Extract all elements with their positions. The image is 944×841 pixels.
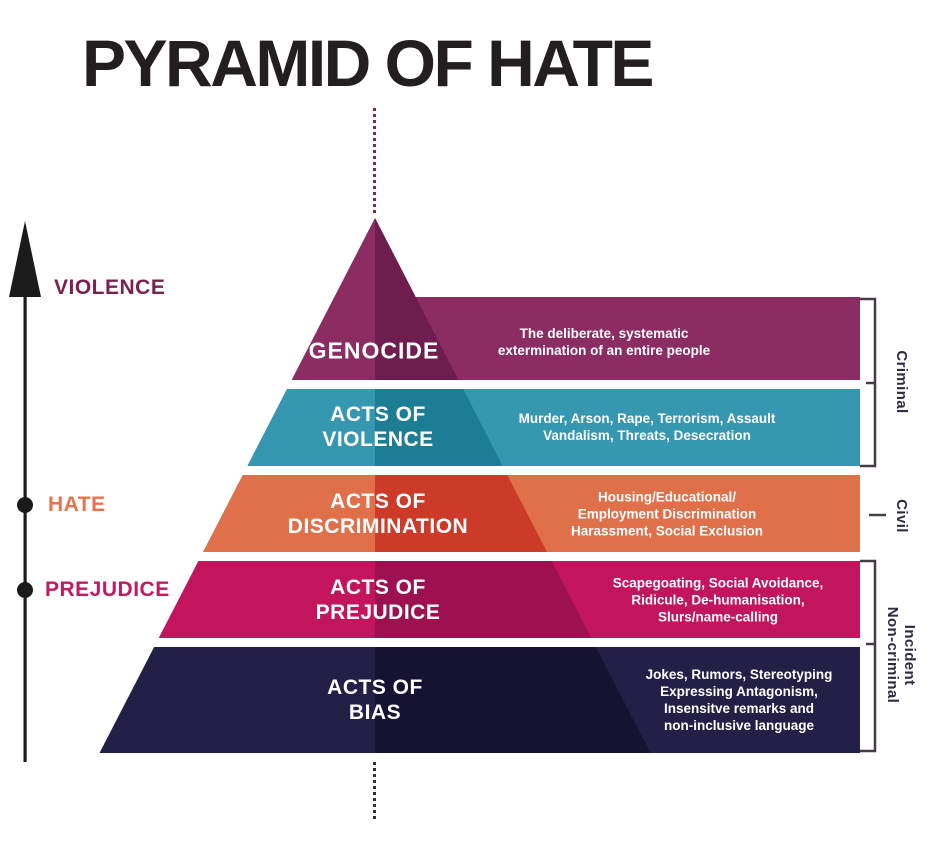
level-label-line: ACTS OF bbox=[330, 490, 426, 513]
pyramid-levels bbox=[99, 218, 861, 753]
level-label-line: ACTS OF bbox=[327, 676, 423, 699]
bracket-criminal bbox=[860, 297, 877, 468]
level-label-prejudice: ACTS OF PREJUDICE bbox=[316, 575, 441, 625]
description-line: Scapegoating, Social Avoidance, bbox=[612, 575, 824, 591]
center-dotted-line-bottom bbox=[373, 762, 376, 820]
level-label-line: VIOLENCE bbox=[322, 428, 434, 451]
bracket-label-line: Incident bbox=[901, 624, 918, 686]
level-label-line: GENOCIDE bbox=[308, 337, 440, 364]
description-line: Murder, Arson, Rape, Terrorism, Assault bbox=[518, 411, 776, 426]
description-line: extermination of an entire people bbox=[497, 343, 711, 358]
level-label-bias: ACTS OF BIAS bbox=[327, 675, 423, 725]
level-discrimination-shadow bbox=[375, 475, 547, 552]
level-label-discrimination: ACTS OF DISCRIMINATION bbox=[288, 489, 468, 539]
level-genocide-shadow bbox=[375, 218, 459, 380]
bracket-non-criminal bbox=[860, 559, 877, 753]
level-prejudice-shadow bbox=[375, 561, 592, 638]
axis-line bbox=[23, 232, 27, 762]
level-label-violence: ACTS OF VIOLENCE bbox=[322, 402, 433, 452]
bracket-label-line: Criminal bbox=[893, 350, 910, 414]
description-line: Jokes, Rumors, Stereotyping bbox=[645, 667, 833, 682]
bracket-label-criminal: Criminal bbox=[893, 350, 910, 413]
level-violence-shadow bbox=[375, 389, 503, 466]
level-label-line: PREJUDICE bbox=[315, 601, 441, 624]
description-line: Housing/Educational/ bbox=[597, 489, 736, 505]
level-label-line: BIAS bbox=[348, 701, 402, 724]
description-line: The deliberate, systematic bbox=[519, 326, 689, 341]
category-brackets bbox=[860, 297, 886, 753]
level-discrimination-shape bbox=[203, 475, 860, 552]
description-line: non-inclusive language bbox=[663, 718, 815, 733]
description-line: Employment Discrimination bbox=[577, 506, 757, 522]
level-label-line: ACTS OF bbox=[330, 403, 426, 426]
bracket-label-civil: Civil bbox=[893, 499, 910, 533]
level-description-violence: Murder, Arson, Rape, Terrorism, Assault … bbox=[519, 410, 776, 444]
description-line: Slurs/name-calling bbox=[657, 609, 779, 625]
level-description-discrimination: Housing/Educational/ Employment Discrimi… bbox=[571, 489, 763, 540]
bracket-label-line: Non-criminal bbox=[884, 606, 901, 704]
axis-label-hate: HATE bbox=[48, 493, 106, 516]
description-line: Ridicule, De-humanisation, bbox=[631, 592, 805, 608]
axis-arrowhead-icon bbox=[9, 221, 41, 297]
level-label-genocide: GENOCIDE bbox=[308, 337, 440, 364]
description-line: Harassment, Social Exclusion bbox=[570, 523, 764, 539]
level-description-bias: Jokes, Rumors, Stereotyping Expressing A… bbox=[646, 666, 833, 734]
level-label-line: ACTS OF bbox=[330, 576, 426, 599]
severity-axis bbox=[9, 221, 41, 762]
axis-label-violence: VIOLENCE bbox=[54, 276, 166, 299]
description-line: Expressing Antagonism, bbox=[660, 684, 818, 699]
axis-dot-prejudice bbox=[17, 582, 33, 598]
description-line: Vandalism, Threats, Desecration bbox=[543, 428, 751, 443]
level-description-genocide: The deliberate, systematic extermination… bbox=[498, 325, 710, 359]
bracket-label-line: Civil bbox=[893, 499, 910, 533]
bracket-label-non-criminal: Non-criminal Incident bbox=[884, 607, 918, 703]
level-bias-shadow bbox=[375, 647, 651, 753]
axis-dot-hate bbox=[17, 497, 33, 513]
axis-label-prejudice: PREJUDICE bbox=[45, 578, 170, 601]
description-line: Insensitve remarks and bbox=[663, 701, 815, 716]
level-label-line: DISCRIMINATION bbox=[287, 515, 469, 538]
level-description-prejudice: Scapegoating, Social Avoidance, Ridicule… bbox=[613, 575, 824, 626]
center-dotted-line-top bbox=[373, 108, 376, 216]
page-title: PYRAMID OF HATE bbox=[82, 26, 654, 100]
